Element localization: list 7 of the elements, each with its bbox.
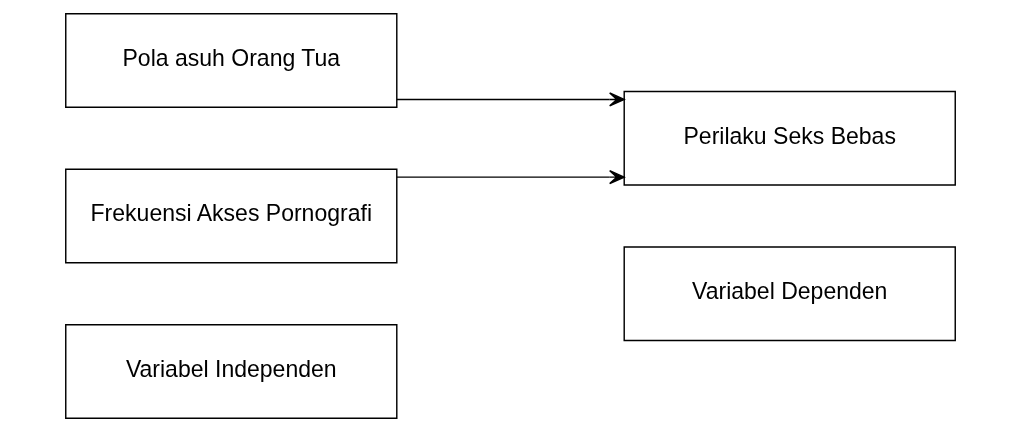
node-box: Perilaku Seks Bebas: [623, 90, 956, 186]
node-box: Variabel Dependen: [623, 246, 956, 342]
arrow: [395, 169, 625, 185]
node-box: Variabel Independen: [64, 323, 398, 419]
node-box: Pola asuh Orang Tua: [64, 13, 398, 109]
arrow: [395, 92, 625, 107]
node-box: Frekuensi Akses Pornografi: [64, 168, 398, 264]
